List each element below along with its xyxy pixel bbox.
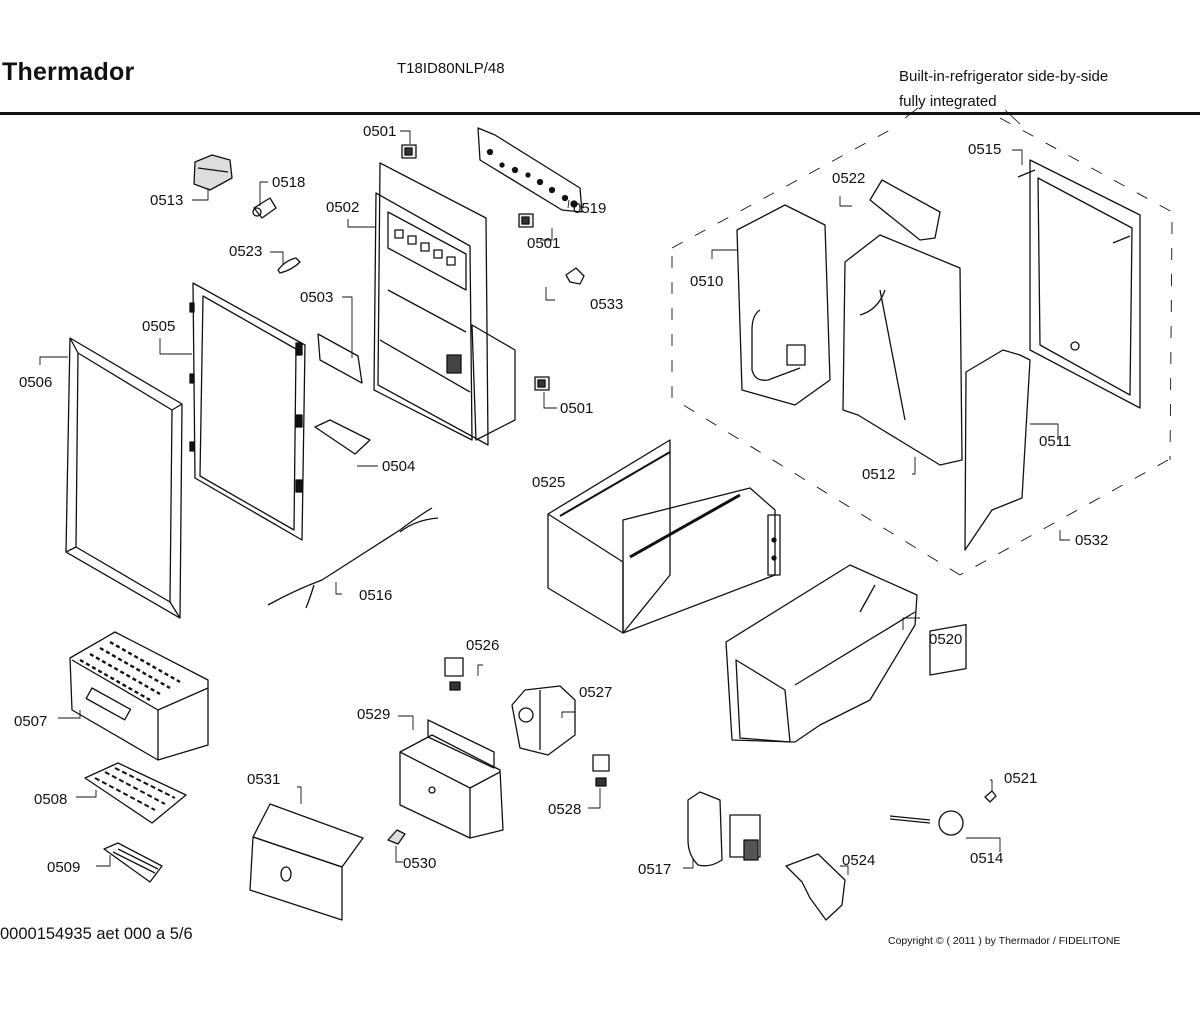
label-0512: 0512 <box>862 466 896 483</box>
part-0521-screw <box>985 791 996 802</box>
part-0523-lamp <box>278 258 300 273</box>
brand-title: Thermador <box>2 58 135 86</box>
description-pointer-lines <box>905 108 1020 124</box>
label-0528: 0528 <box>548 801 582 818</box>
part-0525-ice-maker-housing <box>548 440 780 633</box>
part-0531-shield <box>250 804 363 920</box>
part-0520-ice-bucket <box>726 565 917 742</box>
part-0502-dispenser-housing <box>374 163 515 445</box>
label-0527: 0527 <box>579 684 613 701</box>
part-0509-drip-tray <box>104 843 162 882</box>
part-0507-dispenser-panel <box>70 632 208 760</box>
description-line-2: fully integrated <box>899 93 997 110</box>
model-number: T18ID80NLP/48 <box>397 60 505 77</box>
label-0526: 0526 <box>466 637 500 654</box>
label-0531: 0531 <box>247 771 281 788</box>
part-0505-inner-frame <box>190 283 305 540</box>
label-0501-middle: 0501 <box>527 235 561 252</box>
label-0501-lower: 0501 <box>560 400 594 417</box>
part-0517-motor-housing <box>688 792 760 866</box>
part-0526-solenoid <box>445 658 463 690</box>
part-0503-cover-plate <box>318 334 362 383</box>
part-0516-heater-cable <box>268 508 438 608</box>
label-0521: 0521 <box>1004 770 1038 787</box>
label-0505: 0505 <box>142 318 176 335</box>
part-0524-bracket <box>786 854 845 920</box>
description-line-1: Built-in-refrigerator side-by-side <box>899 68 1109 85</box>
part-0514-fan <box>890 625 966 835</box>
part-0530-knob <box>388 830 405 844</box>
assembly-group-outline <box>672 118 1172 575</box>
label-0530: 0530 <box>403 855 437 872</box>
part-0529-module-housing <box>400 720 503 838</box>
part-0522-cover-piece <box>870 180 940 240</box>
label-0509: 0509 <box>47 859 81 876</box>
copyright-notice: Copyright © ( 2011 ) by Thermador / FIDE… <box>888 935 1121 947</box>
label-0513: 0513 <box>150 192 184 209</box>
label-0503: 0503 <box>300 289 334 306</box>
label-0533: 0533 <box>590 296 624 313</box>
part-0512-duct-center <box>843 235 962 465</box>
label-0511: 0511 <box>1039 433 1072 450</box>
part-0513-actuator <box>194 155 232 190</box>
label-0506: 0506 <box>19 374 53 391</box>
label-0510: 0510 <box>690 273 724 290</box>
label-0525: 0525 <box>532 474 566 491</box>
label-0516: 0516 <box>359 587 393 604</box>
label-0523: 0523 <box>229 243 263 260</box>
label-0515: 0515 <box>968 141 1002 158</box>
part-0519-circuit-board <box>478 128 582 212</box>
label-0507: 0507 <box>14 713 48 730</box>
leader-lines <box>40 131 1070 875</box>
part-0518-plug <box>253 198 276 218</box>
label-0519: 0519 <box>573 200 607 217</box>
label-0532: 0532 <box>1075 532 1109 549</box>
label-0504: 0504 <box>382 458 416 475</box>
label-0501-top: 0501 <box>363 123 397 140</box>
part-0511-panel <box>965 350 1030 550</box>
label-0518: 0518 <box>272 174 306 191</box>
part-0533-clip <box>566 268 584 284</box>
part-0504-flat-plate <box>315 420 370 454</box>
part-0527-auger-motor <box>512 686 575 755</box>
part-0510-duct-left <box>737 205 830 405</box>
header-rule <box>0 112 1200 115</box>
part-0508-grille <box>85 763 186 823</box>
label-0520: 0520 <box>929 631 963 648</box>
label-0508: 0508 <box>34 791 68 808</box>
label-0514: 0514 <box>970 850 1004 867</box>
label-0502: 0502 <box>326 199 360 216</box>
document-id: 0000154935 aet 000 a 5/6 <box>0 925 193 943</box>
label-0524: 0524 <box>842 852 876 869</box>
label-0517: 0517 <box>638 861 672 878</box>
product-description: Built-in-refrigerator side-by-side fully… <box>899 64 1108 114</box>
part-0501-switches <box>402 145 549 390</box>
part-0528-solenoid-small <box>593 755 609 786</box>
part-0506-outer-frame <box>66 338 182 618</box>
label-0529: 0529 <box>357 706 391 723</box>
label-0522: 0522 <box>832 170 866 187</box>
part-0515-door-frame <box>1018 160 1140 408</box>
